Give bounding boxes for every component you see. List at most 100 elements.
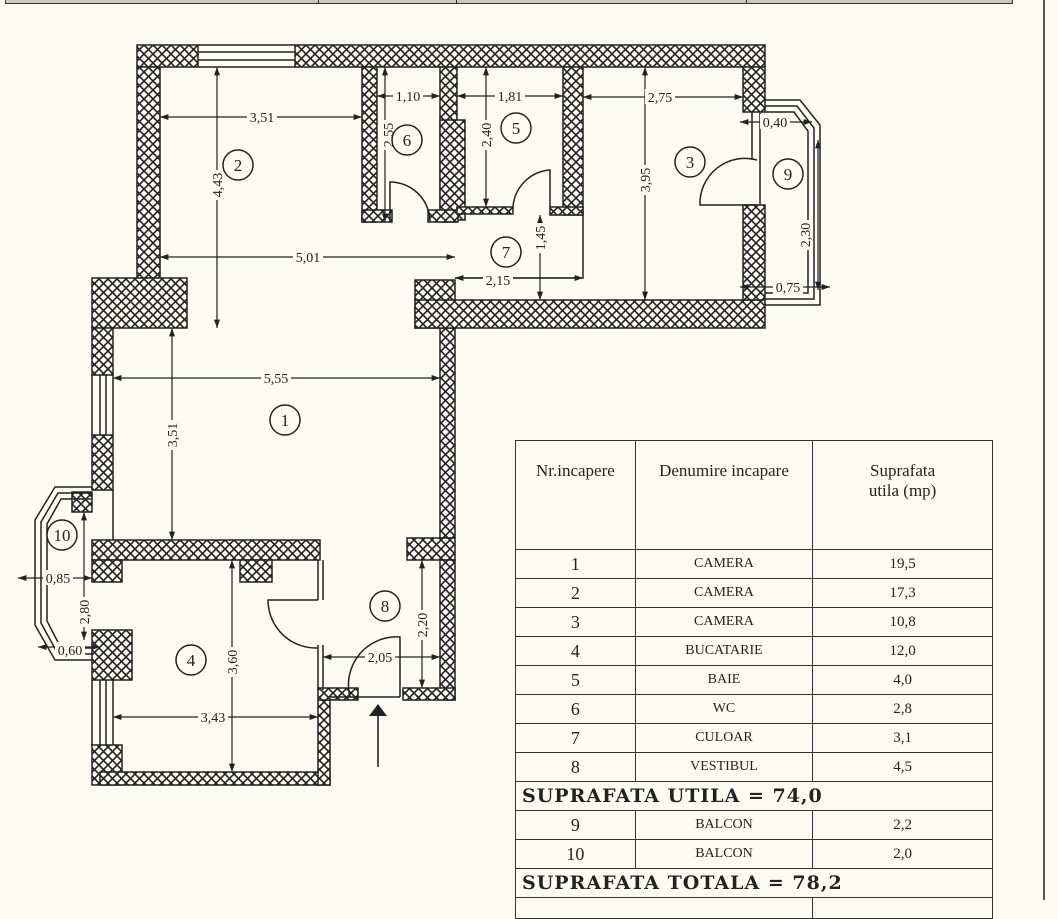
room-nr-cell: 1 — [515, 549, 636, 579]
dimension-label: 2,40 — [480, 123, 495, 148]
wall — [136, 44, 199, 68]
wall — [742, 66, 766, 113]
dimension-label: 1,81 — [498, 90, 523, 105]
header-name: Denumire incapare — [634, 440, 814, 550]
room-area-cell: 10,8 — [812, 607, 993, 637]
dimension-label: 4,43 — [211, 173, 226, 198]
dimension-label: 2,20 — [416, 613, 431, 638]
dimension-label: 3,95 — [639, 168, 654, 193]
room-name-cell: BUCATARIE — [634, 636, 814, 666]
dimension-label: 0,75 — [776, 281, 801, 296]
wall — [239, 559, 273, 583]
wall — [71, 491, 93, 513]
wall — [91, 539, 321, 561]
svg-text:3: 3 — [686, 153, 695, 172]
room-number-4: 4 — [175, 644, 207, 676]
top-table-edge — [5, 0, 1013, 4]
room-number-5: 5 — [500, 112, 532, 144]
wall — [742, 204, 766, 301]
dimension-label: 2,75 — [648, 91, 673, 106]
room-number-10: 10 — [46, 519, 78, 551]
room-number-6: 6 — [391, 124, 423, 156]
area-table: Nr.incapere Denumire incapare Suprafata … — [514, 440, 993, 919]
wall — [99, 771, 331, 786]
room-name-cell: CULOAR — [634, 723, 814, 753]
room-number-2: 2 — [222, 149, 254, 181]
wall — [439, 327, 456, 539]
dimension-labels: 3,514,431,102,551,812,402,753,950,402,30… — [43, 88, 814, 726]
room-number-8: 8 — [369, 590, 401, 622]
wall — [136, 66, 161, 279]
room-name-cell: CAMERA — [634, 578, 814, 608]
walls — [71, 44, 766, 786]
dimension-label: 0,40 — [763, 116, 788, 131]
total-row: SUPRAFATA TOTALA = 78,2 — [515, 868, 993, 898]
wall — [317, 699, 331, 786]
room-number-9: 9 — [772, 158, 804, 190]
wall — [91, 559, 123, 583]
dimension-label: 2,80 — [78, 600, 93, 625]
subtotal-text: SUPRAFATA UTILA = 74,0 — [515, 781, 993, 811]
room-area-cell: 4,0 — [812, 665, 993, 695]
dimension-label: 3,51 — [166, 423, 181, 448]
room-name-cell: CAMERA — [634, 549, 814, 579]
dimension-label: 3,51 — [250, 111, 275, 126]
wall — [361, 66, 378, 223]
wall — [317, 687, 359, 701]
svg-text:10: 10 — [54, 526, 71, 545]
room-name-cell: CAMERA — [634, 607, 814, 637]
arrow-up-icon — [369, 704, 387, 767]
dimension-label: 2,15 — [486, 274, 511, 289]
wall — [414, 299, 766, 329]
subtotal-row: SUPRAFATA UTILA = 74,0 — [515, 781, 993, 811]
wall — [91, 434, 114, 491]
svg-text:9: 9 — [784, 165, 793, 184]
room-area-cell: 2,2 — [812, 810, 993, 840]
svg-text:1: 1 — [281, 411, 290, 430]
svg-text:7: 7 — [502, 243, 511, 262]
room-nr-cell: 6 — [515, 694, 636, 724]
dimension-label: 2,05 — [368, 651, 393, 666]
dimension-label: 5,55 — [264, 372, 289, 387]
wall — [91, 629, 133, 681]
svg-text:5: 5 — [512, 119, 521, 138]
wall — [361, 209, 393, 223]
room-name-cell: BALCON — [634, 839, 814, 869]
room-area-cell: 4,5 — [812, 752, 993, 782]
cut-row — [514, 897, 993, 919]
svg-text:8: 8 — [381, 597, 390, 616]
dimension-label: 5,01 — [296, 251, 321, 266]
room-nr-cell: 5 — [515, 665, 636, 695]
room-area-cell: 3,1 — [812, 723, 993, 753]
wall — [91, 277, 188, 329]
room-name-cell: BAIE — [634, 665, 814, 695]
room-number-3: 3 — [674, 146, 706, 178]
room-name-cell: WC — [634, 694, 814, 724]
dimension-label: 3,60 — [226, 650, 241, 675]
wall — [427, 209, 459, 223]
room-number-7: 7 — [490, 236, 522, 268]
room-nr-cell: 8 — [515, 752, 636, 782]
room-nr-cell: 2 — [515, 578, 636, 608]
wall — [402, 687, 456, 701]
wall — [406, 537, 456, 561]
wall — [549, 206, 584, 216]
room-area-cell: 2,0 — [812, 839, 993, 869]
wall — [562, 66, 584, 216]
header-area: Suprafata utila (mp) — [812, 440, 993, 550]
wall — [439, 119, 466, 221]
wall — [91, 327, 114, 376]
room-area-cell: 19,5 — [812, 549, 993, 579]
room-nr-cell: 3 — [515, 607, 636, 637]
page-border — [1043, 0, 1045, 900]
